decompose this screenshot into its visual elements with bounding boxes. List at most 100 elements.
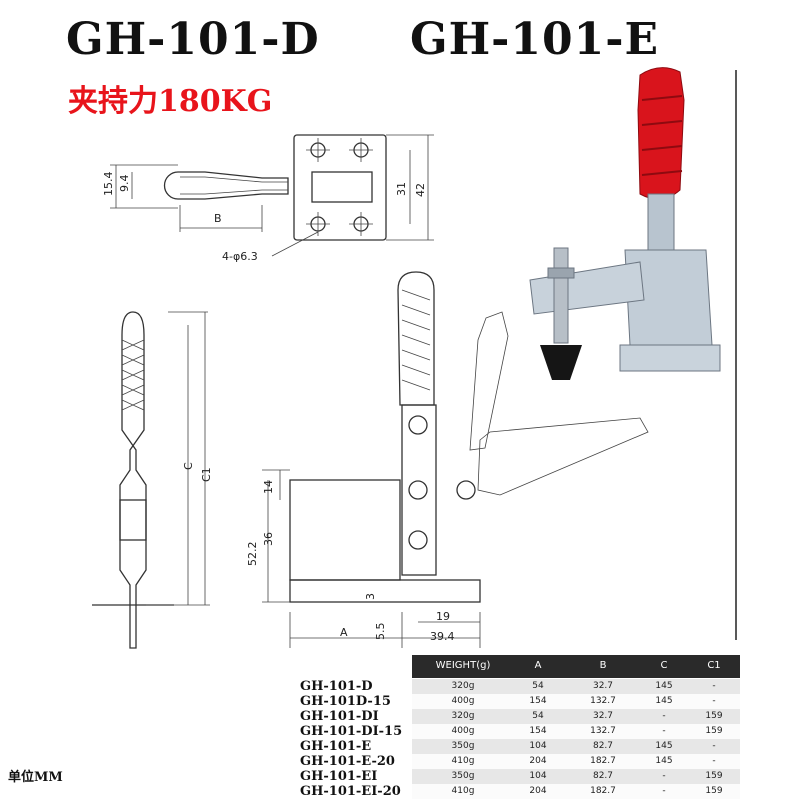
- photo-base: [619, 344, 721, 372]
- header-c1: C1: [707, 660, 721, 671]
- row-c1: -: [712, 756, 716, 766]
- dim-36: 36: [262, 532, 275, 546]
- top-view: [110, 134, 434, 257]
- header-weight: WEIGHT(g): [435, 660, 491, 671]
- row-weight: 320g: [451, 711, 475, 721]
- top-handle-outline: [163, 171, 289, 200]
- table-row: GH-101-EI-20 410g 204 182.7 - 159: [300, 784, 740, 799]
- row-b: 132.7: [590, 726, 616, 736]
- row-a: 104: [529, 741, 547, 751]
- dim-5-5: 5.5: [374, 623, 387, 641]
- row-c: 145: [655, 756, 673, 766]
- row-c: -: [662, 726, 666, 736]
- row-c1: -: [712, 741, 716, 751]
- row-a: 204: [529, 756, 547, 766]
- row-model: GH-101-EI: [300, 769, 378, 784]
- dim-42: 42: [414, 183, 427, 197]
- row-weight: 410g: [451, 786, 475, 796]
- dim-15-4: 15.4: [102, 172, 115, 197]
- row-model: GH-101-E-20: [300, 754, 395, 769]
- row-c: -: [662, 771, 666, 781]
- row-model: GH-101-EI-20: [300, 784, 401, 799]
- row-c: 145: [655, 741, 673, 751]
- front-view: [92, 311, 210, 649]
- row-weight: 350g: [451, 741, 475, 751]
- dim-a: A: [340, 626, 348, 639]
- row-b: 32.7: [592, 711, 614, 721]
- open-arm-phantom: [477, 417, 649, 496]
- top-base-plate: [293, 134, 387, 241]
- row-b: 82.7: [592, 771, 614, 781]
- header-c: C: [660, 660, 668, 671]
- header-a: A: [534, 660, 542, 671]
- row-model: GH-101-DI-15: [300, 724, 403, 739]
- dim-c1: C1: [200, 467, 213, 482]
- spec-table-header: WEIGHT(g) A B C C1: [412, 655, 740, 678]
- dim-19: 19: [436, 610, 450, 623]
- row-c: -: [662, 711, 666, 721]
- side-base-block: [289, 479, 401, 581]
- photo-rubber-tip: [540, 345, 582, 380]
- row-b: 32.7: [592, 681, 614, 691]
- row-c1: 159: [705, 711, 723, 721]
- front-handle: [119, 311, 147, 649]
- row-a: 54: [532, 711, 544, 721]
- row-weight: 320g: [451, 681, 475, 691]
- row-weight: 400g: [451, 696, 475, 706]
- row-c1: -: [712, 696, 716, 706]
- header-b: B: [599, 660, 607, 671]
- side-arm: [401, 404, 437, 576]
- side-handle-grip: [397, 271, 435, 406]
- front-body: [119, 499, 147, 541]
- product-photo: [529, 67, 721, 380]
- dim-3: 3: [364, 593, 377, 600]
- table-row: GH-101-D 320g 54 32.7 145 -: [300, 679, 740, 694]
- dim-b: B: [214, 212, 222, 225]
- row-b: 182.7: [590, 756, 616, 766]
- row-c: -: [662, 786, 666, 796]
- row-c1: 159: [705, 771, 723, 781]
- model-title-e: GH-101-E: [410, 14, 660, 65]
- row-c: 145: [655, 681, 673, 691]
- side-grip-hatch: [401, 289, 431, 391]
- row-model: GH-101-E: [300, 739, 372, 754]
- grip-hatch: [121, 339, 145, 411]
- dim-c: C: [182, 462, 195, 470]
- row-c1: 159: [705, 726, 723, 736]
- row-a: 204: [529, 786, 547, 796]
- dim-52-2: 52.2: [246, 542, 259, 567]
- unit-note: 单位MM: [8, 770, 63, 785]
- dim-39-4: 39.4: [430, 630, 455, 643]
- row-a: 154: [529, 696, 547, 706]
- side-view: [262, 271, 649, 648]
- table-row: GH-101-E 350g 104 82.7 145 -: [300, 739, 740, 754]
- table-row: GH-101-E-20 410g 204 182.7 145 -: [300, 754, 740, 769]
- table-row: GH-101-EI 350g 104 82.7 - 159: [300, 769, 740, 784]
- row-a: 104: [529, 771, 547, 781]
- row-weight: 350g: [451, 771, 475, 781]
- clamp-force-label: 夹持力180KG: [68, 84, 273, 119]
- table-row: GH-101-DI-15 400g 154 132.7 - 159: [300, 724, 740, 739]
- row-b: 82.7: [592, 741, 614, 751]
- top-arm-body: [311, 171, 373, 203]
- row-c: 145: [655, 696, 673, 706]
- row-weight: 410g: [451, 756, 475, 766]
- row-model: GH-101D-15: [300, 694, 391, 709]
- table-row: GH-101-DI 320g 54 32.7 - 159: [300, 709, 740, 724]
- row-b: 182.7: [590, 786, 616, 796]
- table-row: GH-101D-15 400g 154 132.7 145 -: [300, 694, 740, 709]
- dim-31: 31: [395, 182, 408, 196]
- top-handle-inner: [180, 176, 288, 195]
- row-a: 154: [529, 726, 547, 736]
- photo-spindle: [553, 247, 569, 344]
- red-handle-grip: [637, 67, 685, 200]
- dim-hole: 4-φ6.3: [222, 250, 258, 263]
- row-b: 132.7: [590, 696, 616, 706]
- model-title-d: GH-101-D: [66, 14, 320, 65]
- dim-9-4: 9.4: [118, 175, 131, 193]
- side-base-plate: [289, 579, 481, 603]
- dim-14: 14: [262, 480, 275, 494]
- photo-clamp-bar: [529, 261, 645, 315]
- row-a: 54: [532, 681, 544, 691]
